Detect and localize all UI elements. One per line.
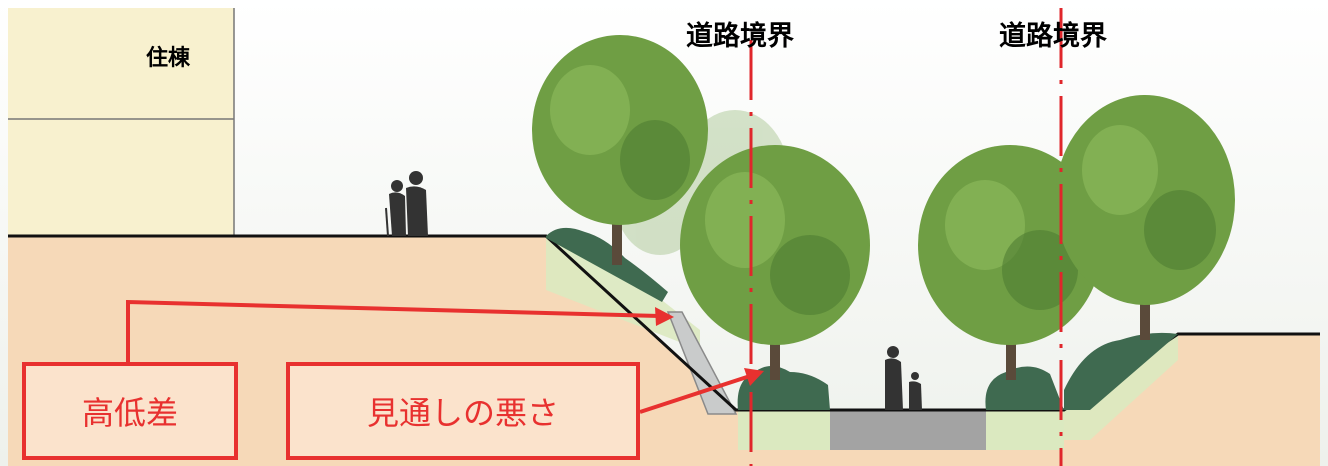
- tree-right-slope: [1055, 95, 1235, 340]
- road-surface: [830, 410, 986, 450]
- tree-left-sidewalk: [680, 145, 870, 380]
- right-slope-planting: [1064, 334, 1178, 440]
- callout-poor-visibility: 見通しの悪さ: [286, 362, 640, 460]
- callout-height-difference-text: 高低差: [81, 394, 178, 432]
- sidewalk-left: [738, 410, 830, 450]
- retaining-wall: [666, 311, 738, 415]
- road-boundary-label-left: 道路境界: [686, 21, 794, 52]
- callout-arrow-poor-visibility: [639, 368, 764, 414]
- parent-child-silhouette: [885, 346, 922, 410]
- sidewalk-right: [986, 410, 1064, 450]
- callout-height-difference: 高低差: [22, 362, 238, 460]
- callout-arrow-height-difference: [126, 299, 674, 362]
- apartment-building: [8, 8, 235, 236]
- building-label: 住棟: [146, 46, 191, 71]
- shrubs: [546, 227, 1178, 410]
- tree-slope-large: [532, 35, 708, 265]
- callout-poor-visibility-text: 見通しの悪さ: [366, 394, 559, 432]
- elderly-couple-silhouette: [385, 171, 428, 237]
- road-boundary-label-right: 道路境界: [999, 21, 1107, 52]
